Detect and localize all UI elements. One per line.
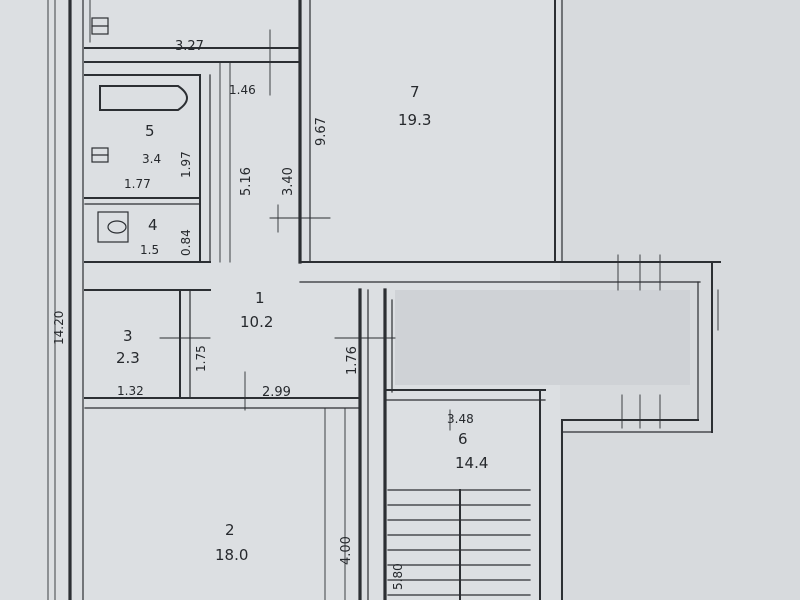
room-number-living: 2 (225, 521, 235, 539)
bathroom-walls (84, 61, 231, 263)
room-number-hall: 1 (255, 289, 265, 307)
radiator-mid-left (91, 147, 109, 163)
room-area-hall: 10.2 (240, 313, 273, 331)
room-number-bedroom: 7 (410, 83, 420, 101)
dimension-ticks (159, 29, 451, 431)
room-area-bedroom: 19.3 (398, 111, 431, 129)
room-number-storage: 3 (123, 327, 133, 345)
dim-storage-side: 1.75 (194, 345, 208, 372)
room-area-storage: 2.3 (116, 349, 140, 367)
dim-stair: 5.80 (391, 563, 405, 590)
right-balcony (561, 261, 719, 600)
room-area-toilet: 1.5 (140, 243, 159, 257)
room-area-kitchen: 14.4 (455, 454, 488, 472)
living-room-walls (324, 407, 346, 600)
toilet-fixture (97, 211, 129, 243)
dim-living-height: 4.00 (339, 536, 354, 565)
dim-outer-left: 14.20 (52, 311, 66, 345)
room-area-living: 18.0 (215, 546, 248, 564)
dim-bath-small: 1.46 (229, 83, 256, 97)
stairs (387, 489, 531, 600)
blurred-area (395, 290, 690, 385)
central-column (358, 288, 393, 600)
dim-bedroom-side: 9.67 (314, 117, 329, 146)
hall-walls (84, 289, 361, 409)
dim-corridor-width: 3.40 (281, 167, 296, 196)
dim-hall-length: 5.16 (239, 167, 254, 196)
dim-kitchen-width: 3.48 (447, 412, 474, 426)
bedroom-walls (299, 0, 721, 291)
outer-left-wall (47, 0, 84, 600)
dim-storage-width: 1.32 (117, 384, 144, 398)
dim-bath-lower: 1.77 (124, 177, 151, 191)
room-number-kitchen: 6 (458, 430, 468, 448)
radiator-top-left (91, 17, 109, 35)
kitchen-walls (384, 389, 546, 600)
dim-toilet-side: 0.84 (179, 229, 193, 256)
dim-bath-width: 3.27 (175, 39, 204, 54)
dim-right-hall-side: 1.76 (345, 346, 360, 375)
room-area-bathroom: 3.4 (142, 152, 161, 166)
dim-hall-lower-width: 2.99 (262, 385, 291, 400)
bathtub (99, 85, 188, 111)
room-number-bathroom: 5 (145, 122, 155, 140)
dim-bath-height: 1.97 (179, 151, 193, 178)
room-number-toilet: 4 (148, 216, 158, 234)
